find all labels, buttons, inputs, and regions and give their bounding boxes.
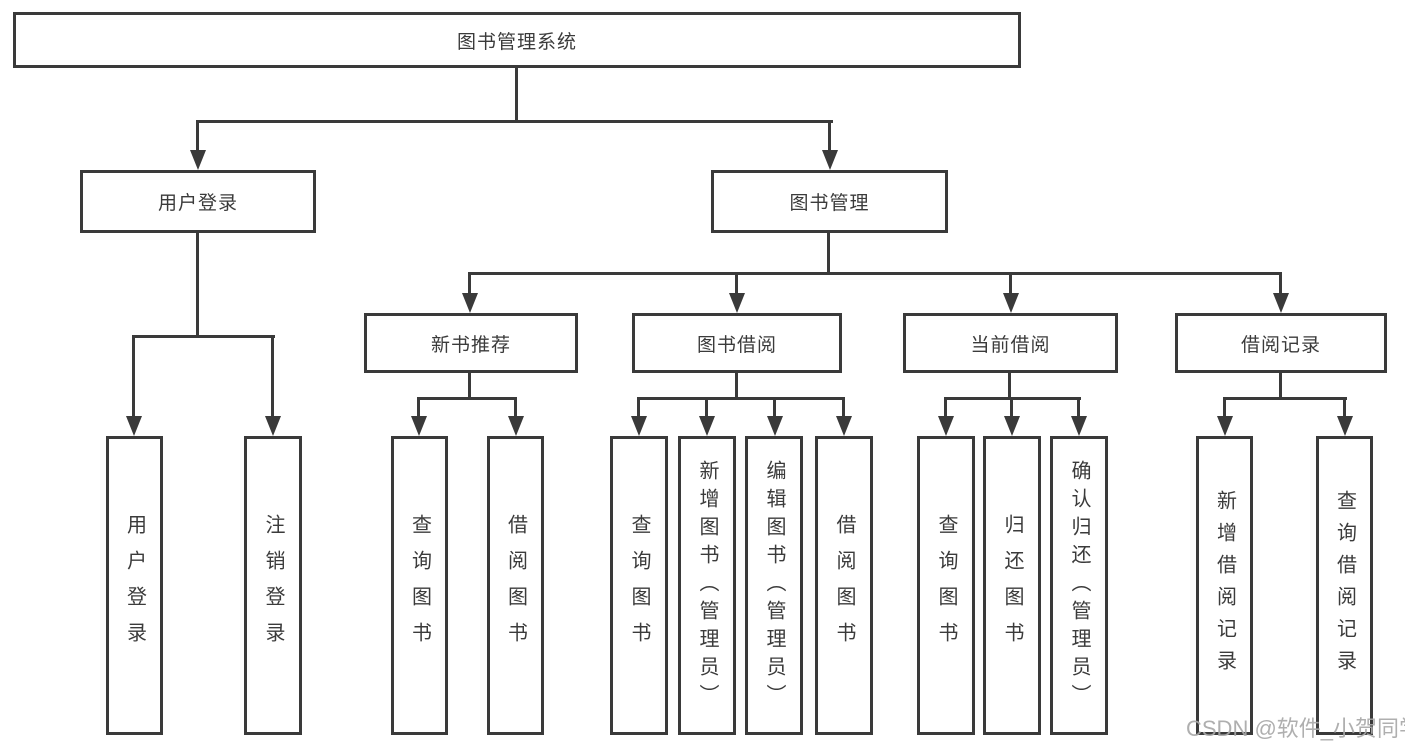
node-borrow-records: 借阅记录 xyxy=(1175,313,1387,373)
arrowhead xyxy=(1217,416,1233,436)
leaf-add-book-admin-label: 新增图书（管理员） xyxy=(696,459,718,712)
leaf-query-borrow-record: 查询借阅记录 xyxy=(1316,436,1373,735)
node-user-login-label: 用户登录 xyxy=(157,193,238,214)
arrowhead xyxy=(1004,416,1020,436)
connector-line xyxy=(417,397,420,418)
connector-line xyxy=(1343,397,1346,418)
connector-line xyxy=(132,335,135,418)
connector-line xyxy=(735,373,738,400)
leaf-confirm-return-admin: 确认归还（管理员） xyxy=(1050,436,1108,735)
leaf-query-book-1: 查询图书 xyxy=(391,436,448,735)
arrowhead xyxy=(265,416,281,436)
connector-line xyxy=(1279,272,1282,295)
arrowhead xyxy=(190,150,206,170)
connector-line xyxy=(1223,397,1226,418)
connector-line xyxy=(468,272,471,295)
connector-line xyxy=(196,233,199,338)
csdn-watermark: CSDN @软件_小贺同学 xyxy=(1186,716,1405,741)
node-new-book-recommend: 新书推荐 xyxy=(364,313,578,373)
connector-line xyxy=(637,397,640,418)
connector-line xyxy=(196,120,833,123)
leaf-user-login: 用户登录 xyxy=(106,436,163,735)
leaf-edit-book-admin: 编辑图书（管理员） xyxy=(745,436,803,735)
leaf-add-book-admin: 新增图书（管理员） xyxy=(678,436,736,735)
leaf-return-book: 归还图书 xyxy=(983,436,1041,735)
leaf-confirm-return-admin-label: 确认归还（管理员） xyxy=(1068,459,1090,712)
connector-line xyxy=(468,272,1282,275)
leaf-add-borrow-record: 新增借阅记录 xyxy=(1196,436,1253,735)
connector-line xyxy=(1077,397,1080,418)
arrowhead xyxy=(126,416,142,436)
node-book-borrow-label: 图书借阅 xyxy=(696,334,777,356)
node-root: 图书管理系统 xyxy=(13,12,1021,68)
connector-line xyxy=(1009,272,1012,295)
connector-line xyxy=(735,272,738,295)
node-current-borrow-label: 当前借阅 xyxy=(970,334,1051,356)
connector-line xyxy=(1223,397,1347,400)
leaf-edit-book-admin-label: 编辑图书（管理员） xyxy=(763,459,785,712)
connector-line xyxy=(417,397,517,400)
leaf-query-book-1-label: 查询图书 xyxy=(408,513,431,658)
leaf-query-book-2: 查询图书 xyxy=(610,436,668,735)
leaf-add-borrow-record-label: 新增借阅记录 xyxy=(1213,489,1236,682)
connector-line xyxy=(271,335,274,418)
connector-line xyxy=(514,397,517,418)
leaf-logout: 注销登录 xyxy=(244,436,302,735)
leaf-borrow-book-1: 借阅图书 xyxy=(487,436,544,735)
arrowhead xyxy=(767,416,783,436)
arrowhead xyxy=(729,293,745,313)
leaf-borrow-book-2: 借阅图书 xyxy=(815,436,873,735)
node-book-management-label: 图书管理 xyxy=(789,193,870,214)
leaf-query-borrow-record-label: 查询借阅记录 xyxy=(1333,489,1356,682)
node-book-management: 图书管理 xyxy=(711,170,948,233)
node-root-label: 图书管理系统 xyxy=(456,31,577,53)
connector-line xyxy=(842,397,845,418)
node-current-borrow: 当前借阅 xyxy=(903,313,1118,373)
arrowhead xyxy=(1071,416,1087,436)
connector-line xyxy=(1279,373,1282,400)
connector-line xyxy=(944,397,947,418)
connector-line xyxy=(828,120,831,153)
node-book-borrow: 图书借阅 xyxy=(632,313,842,373)
arrowhead xyxy=(631,416,647,436)
arrowhead xyxy=(462,293,478,313)
connector-line xyxy=(705,397,708,418)
arrowhead xyxy=(836,416,852,436)
connector-line xyxy=(468,373,471,400)
connector-line xyxy=(1008,373,1011,400)
arrowhead xyxy=(938,416,954,436)
connector-line xyxy=(196,120,199,153)
connector-line xyxy=(515,68,518,123)
connector-line xyxy=(827,233,830,275)
arrowhead xyxy=(1273,293,1289,313)
leaf-borrow-book-1-label: 借阅图书 xyxy=(504,513,527,658)
leaf-query-book-3: 查询图书 xyxy=(917,436,975,735)
leaf-borrow-book-2-label: 借阅图书 xyxy=(833,513,855,658)
leaf-user-login-label: 用户登录 xyxy=(123,513,146,658)
arrowhead xyxy=(1003,293,1019,313)
leaf-return-book-label: 归还图书 xyxy=(1001,513,1023,658)
arrowhead xyxy=(508,416,524,436)
arrowhead xyxy=(411,416,427,436)
node-borrow-records-label: 借阅记录 xyxy=(1240,334,1321,356)
connector-line xyxy=(637,397,845,400)
arrowhead xyxy=(1337,416,1353,436)
leaf-logout-label: 注销登录 xyxy=(262,513,284,658)
connector-line xyxy=(1010,397,1013,418)
arrowhead xyxy=(822,150,838,170)
node-new-book-recommend-label: 新书推荐 xyxy=(430,334,511,356)
connector-line xyxy=(773,397,776,418)
leaf-query-book-3-label: 查询图书 xyxy=(935,513,957,658)
connector-line xyxy=(132,335,275,338)
node-user-login: 用户登录 xyxy=(80,170,316,233)
leaf-query-book-2-label: 查询图书 xyxy=(628,513,650,658)
arrowhead xyxy=(699,416,715,436)
